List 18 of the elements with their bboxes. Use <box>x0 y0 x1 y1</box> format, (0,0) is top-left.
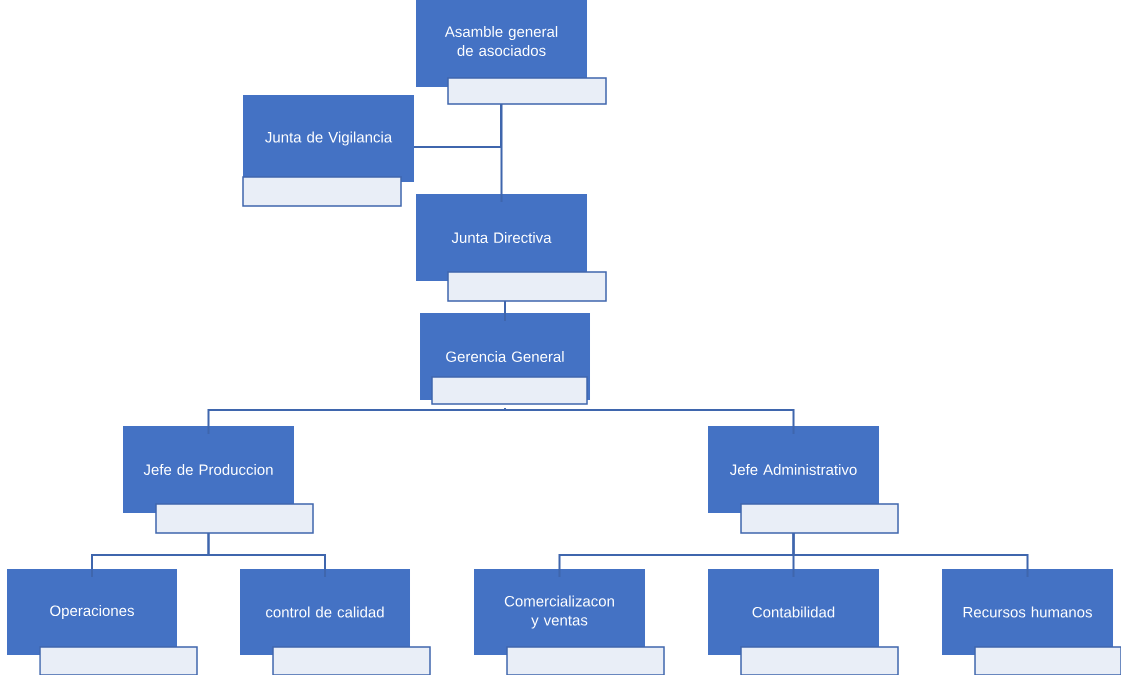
org-box: Jefe Administrativo <box>708 426 899 534</box>
connector-line <box>504 407 795 435</box>
org-box: Junta Directiva <box>416 194 607 302</box>
connector-line <box>792 532 1029 578</box>
connector-line <box>500 103 503 203</box>
connector-line <box>207 407 506 435</box>
connector-line <box>207 532 326 578</box>
connector-line <box>504 300 506 322</box>
org-box: control de calidad <box>240 569 431 675</box>
org-box: Recursos humanos <box>942 569 1121 675</box>
org-box: Junta de Vigilancia <box>242 95 414 207</box>
org-box: Asamble general de asociados <box>416 0 607 105</box>
org-box: Contabilidad <box>708 569 899 675</box>
connector-line <box>413 103 502 148</box>
org-box: Gerencia General <box>420 313 590 405</box>
org-box: Operaciones <box>7 569 198 675</box>
org-box: Comercializacon y ventas <box>474 569 665 675</box>
org-box: Jefe de Produccion <box>123 426 314 534</box>
